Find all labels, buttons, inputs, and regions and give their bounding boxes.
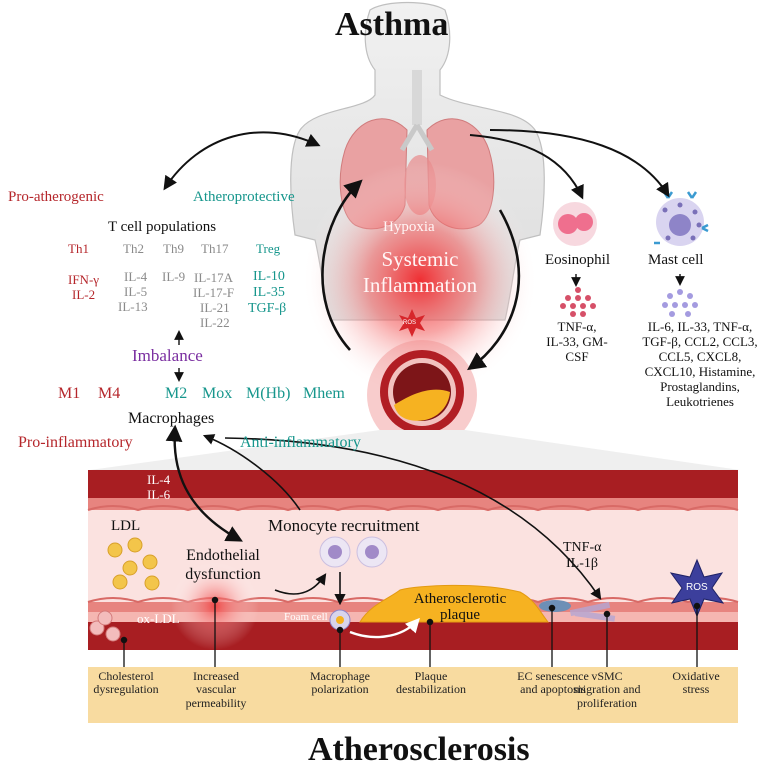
mast-cell-mediator: CXCL10, Histamine, [644, 364, 756, 379]
macrophage-mhem: Mhem [303, 385, 345, 402]
title-asthma: Asthma [335, 6, 449, 43]
imbalance-label: Imbalance [132, 346, 203, 365]
th2-cytokine: IL-4 [124, 269, 148, 284]
t-cell-populations-label: T cell populations [108, 219, 217, 235]
macrophage-m2: M2 [165, 385, 188, 402]
mast-cell-mediator: IL-6, IL-33, TNF-α, [647, 319, 753, 334]
eosinophil-mediator: CSF [565, 349, 589, 364]
macrophage-m1: M1 [58, 385, 81, 402]
mast-cell-mediator: Prostaglandins, [660, 379, 740, 394]
atheroprotective-label: Atheroprotective [193, 189, 295, 205]
macrophage-m4: M4 [98, 385, 121, 402]
th9-cytokine: IL-9 [162, 269, 186, 284]
dysfunction-label: dysfunction [185, 566, 261, 583]
arrow-endothelial-to-monocyte [274, 573, 327, 595]
il1b-label: IL-1β [566, 556, 598, 571]
inflammation-glow [302, 162, 538, 398]
th1-cytokine: IFN-γ [68, 272, 100, 287]
treg-label: Treg [256, 241, 281, 256]
th17-cytokine: IL-22 [200, 315, 230, 330]
th1-label: Th1 [68, 241, 89, 256]
macrophages-label: Macrophages [128, 410, 215, 427]
treg-cytokine: IL-10 [253, 269, 285, 284]
ros-small-label: ROS [403, 320, 417, 326]
arrow-macrophages-to-endothelial [165, 424, 243, 542]
macrophage-mox: Mox [202, 385, 233, 402]
arrows [163, 129, 685, 382]
ldl-label: LDL [111, 518, 141, 534]
atherosclerotic-plaque [359, 584, 550, 623]
monocyte-recruitment-label: Monocyte recruitment [268, 516, 420, 535]
vsmc-cells [569, 601, 616, 622]
hypoxia-label: Hypoxia [383, 219, 435, 235]
arrow-monocyte-to-macrophages [202, 434, 301, 511]
mast-cell-mediator: CCL5, CXCL8, [658, 349, 742, 364]
zoom-wedge [90, 430, 740, 470]
eosinophil-mediator: IL-33, GM- [546, 334, 608, 349]
ros-star-small [399, 309, 425, 337]
th17-cytokine: IL-21 [200, 300, 230, 315]
mast-cell-granules [662, 289, 698, 317]
endothelial-label: Endothelial [186, 547, 260, 564]
th2-cytokine: IL-5 [124, 284, 148, 299]
ox-ldl-label: ox-LDL [137, 611, 180, 626]
arrow-to-artery [467, 209, 521, 371]
th17-cytokine: IL-17A [194, 270, 233, 285]
pro-inflammatory-label: Pro-inflammatory [18, 434, 133, 451]
ros-large-label: ROS [686, 582, 708, 593]
ec-senescence-cell [539, 600, 571, 612]
il4-label: IL-4 [147, 472, 171, 487]
vessel-arrows [165, 424, 602, 606]
mast-cell-mediator: Leukotrienes [666, 394, 734, 409]
plaque-label: Atherosclerotic [413, 591, 507, 607]
ldl-particles [107, 537, 160, 591]
ox-ldl-particles [89, 610, 121, 642]
th2-cytokine: IL-13 [118, 299, 148, 314]
macrophage-mhb: M(Hb) [246, 385, 291, 402]
pro-atherogenic-label: Pro-atherogenic [8, 189, 104, 205]
arrow-to-hypoxia [321, 179, 363, 351]
arrow-lungs-to-eosinophil [469, 134, 584, 200]
th17-label: Th17 [201, 241, 229, 256]
treg-cytokine: TGF-β [248, 301, 287, 316]
treg-cytokine: IL-35 [253, 285, 285, 300]
eosinophil-mediator: TNF-α, [557, 319, 597, 334]
foam-cell-label: Foam cell [284, 611, 328, 623]
il6-label: IL-6 [147, 487, 171, 502]
eosinophil-label: Eosinophil [545, 252, 611, 268]
mast-cell-label: Mast cell [648, 252, 704, 268]
th1-cytokine: IL-2 [72, 287, 96, 302]
eosinophil-granules [560, 287, 596, 317]
arrow-lungs-to-pro [163, 131, 321, 191]
arrow-foam-to-plaque [349, 617, 420, 639]
mast-cell [654, 191, 709, 246]
arrow-lungs-to-mastcell [489, 129, 670, 198]
anti-inflammatory-label: Anti-inflammatory [240, 434, 361, 451]
arrow-macrophages-to-vsmc [224, 437, 602, 600]
bottom-effects-bar [88, 667, 738, 723]
systemic-label: Systemic [381, 247, 459, 271]
th2-label: Th2 [123, 241, 144, 256]
th9-label: Th9 [163, 241, 184, 256]
title-atherosclerosis: Atherosclerosis [308, 731, 530, 768]
plaque-label: plaque [440, 607, 480, 623]
th17-cytokine: IL-17-F [193, 285, 235, 300]
connector-lines [120, 596, 701, 667]
tnf-alpha-label: TNF-α [563, 540, 602, 555]
inflammation-label: Inflammation [362, 273, 478, 297]
mast-cell-mediator: TGF-β, CCL2, CCL3, [642, 334, 758, 349]
eosinophil-cell [553, 202, 597, 246]
artery-cross-section [367, 340, 477, 450]
